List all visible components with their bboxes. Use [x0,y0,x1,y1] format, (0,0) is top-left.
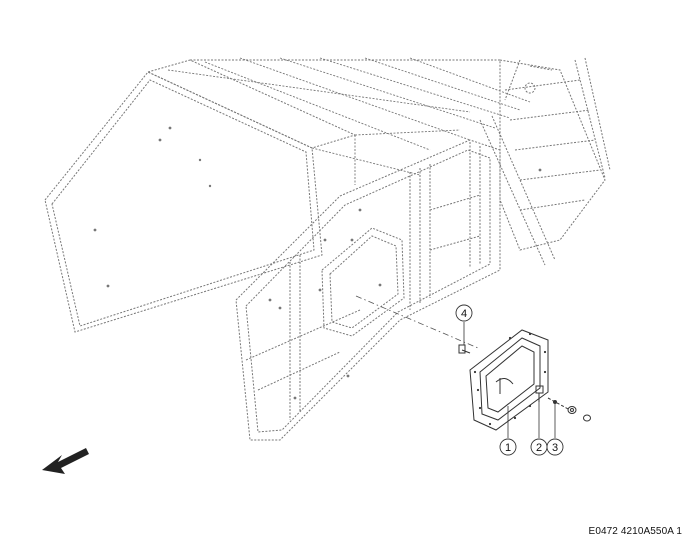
cover-plate-part [469,329,549,431]
left-side-panel [44,59,357,333]
callout-1-label: 1 [505,442,511,454]
callout-4-label: 4 [461,308,467,320]
roof-structure [167,57,531,185]
drawing-code: E0472 4210A550A 1 [588,526,682,537]
frame-opening [321,227,405,337]
cover-plate-rim-dots [473,332,547,426]
callout-1: 1 [499,406,517,456]
bolt-part [458,344,471,354]
callout-3-label: 3 [552,442,558,454]
callout-2-label: 2 [536,442,542,454]
washer-nut-part [547,397,591,422]
rear-structure [479,57,611,266]
panel-fastener-dots [93,126,542,400]
direction-arrow-icon [42,448,89,474]
callout-2: 2 [530,402,548,456]
front-frame [235,139,501,441]
callout-4: 4 [455,304,473,345]
callout-3: 3 [546,404,564,456]
assembly-leader-line [355,295,479,349]
pin-part [535,385,544,402]
